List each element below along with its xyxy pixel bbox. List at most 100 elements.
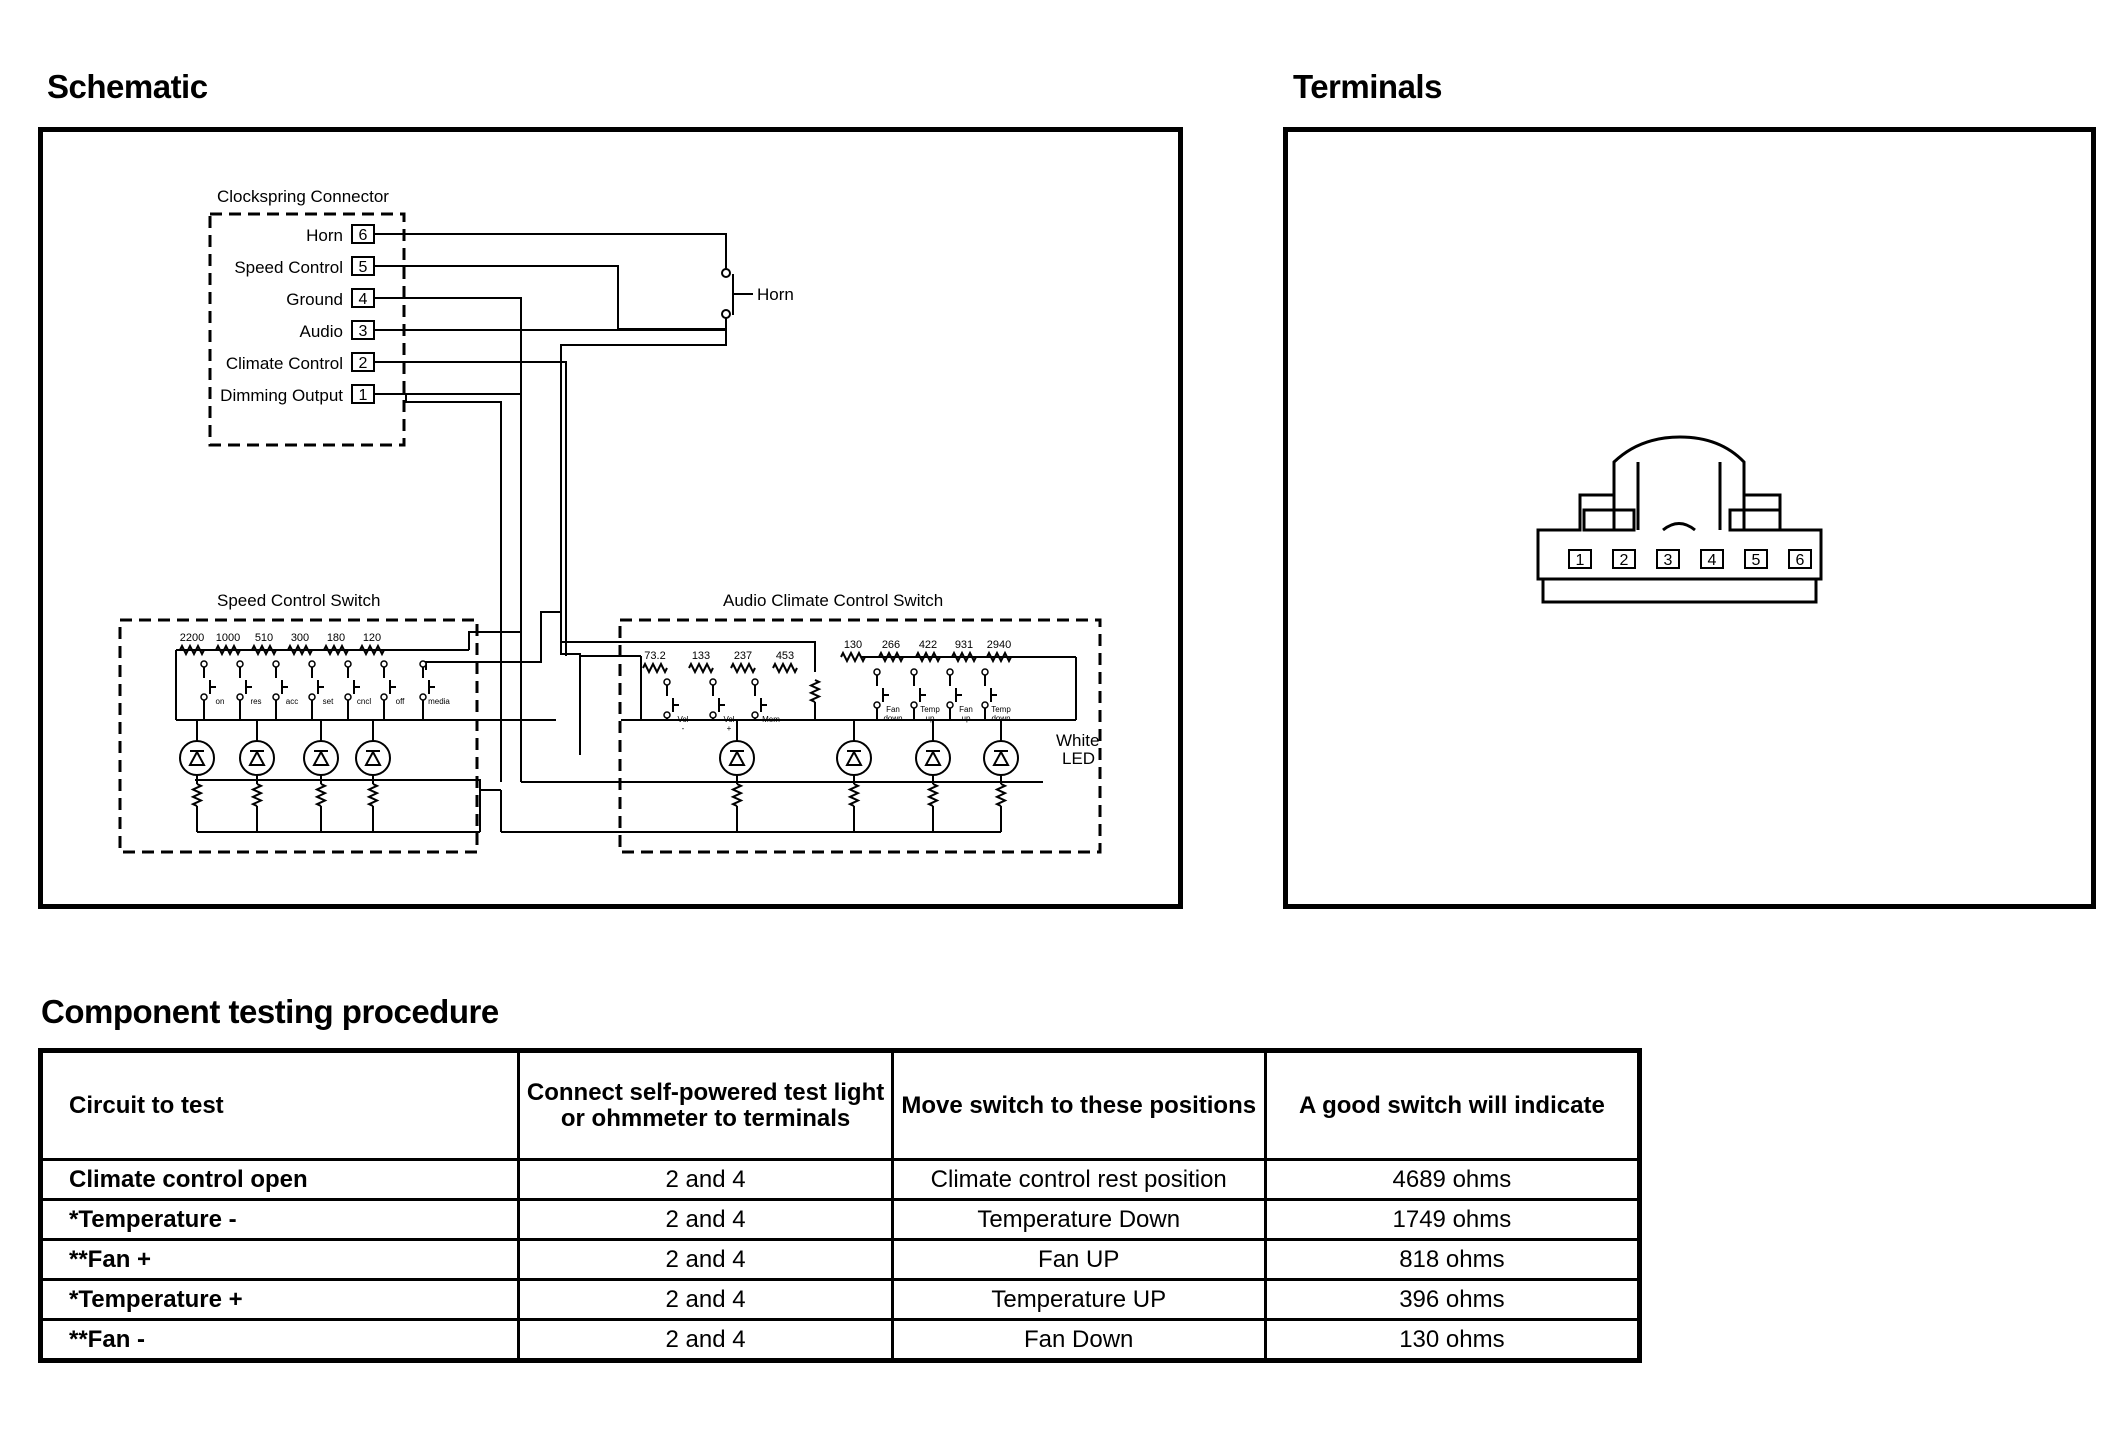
resistor-value: 931 [955,639,973,651]
speed-button: media [419,660,450,720]
resistor-value: 453 [776,650,794,662]
clockspring-pin: Horn 6 [306,224,375,245]
resistor [642,661,668,675]
terminals-panel: 1 2 3 4 5 6 [1283,127,2096,909]
button-label: Vol [723,715,734,724]
table-row: Climate control open 2 and 4 Climate con… [38,1158,1642,1201]
led-resistor [730,783,744,807]
button-label: Vol [677,715,688,724]
resistor [179,643,205,657]
speed-button: acc [272,660,298,720]
speed-button: res [236,660,262,720]
table-cell: Fan Down [890,1318,1267,1362]
speed-switch-title: Speed Control Switch [217,591,380,610]
procedure-heading: Component testing procedure [41,993,499,1030]
led [836,728,872,832]
button-label: Mem [762,715,780,724]
table-cell: Fan UP [890,1238,1267,1281]
table-cell: 2 and 4 [517,1238,894,1281]
table-cell: 818 ohms [1263,1238,1642,1281]
terminals-heading: Terminals [1293,68,1442,105]
column-header: A good switch will indicate [1263,1049,1642,1161]
column-header: Circuit to test [38,1049,521,1161]
resistor-value: 133 [692,650,710,662]
table-cell: Climate control open [38,1158,521,1201]
resistor [951,650,977,664]
table-header-row: Circuit to test Connect self-powered tes… [38,1049,1642,1161]
table-cell: 4689 ohms [1263,1158,1642,1201]
terminal-pin-number: 4 [1708,552,1717,569]
horn-switch-label: Horn [757,285,794,304]
terminal-pin: 3 [1656,549,1680,569]
schematic-panel: Clockspring Connector Horn 6 Speed Contr… [38,127,1183,909]
terminal-pin-number: 5 [1752,552,1761,569]
column-header: Connect self-powered test light or ohmme… [517,1049,894,1161]
table-cell: 2 and 4 [517,1278,894,1321]
table-row: **Fan - 2 and 4 Fan Down 130 ohms [38,1318,1642,1362]
speed-button: off [380,660,405,720]
column-header: Move switch to these positions [890,1049,1267,1161]
audio-resistor [808,679,822,703]
led-resistor [250,783,264,807]
resistor [986,650,1012,664]
resistor [688,661,714,675]
terminal-pin-number: 2 [1620,552,1629,569]
connector-housing [1536,435,1823,581]
button-label: up [926,714,935,723]
button-label: - [682,724,685,733]
resistor-value: 120 [363,632,381,644]
table-cell: **Fan + [38,1238,521,1281]
schematic-diagram: Clockspring Connector Horn 6 Speed Contr… [118,187,1102,854]
resistor [878,650,904,664]
led-resistor [926,783,940,807]
clockspring-pin: Dimming Output 1 [220,384,375,405]
table-row: *Temperature + 2 and 4 Temperature UP 39… [38,1278,1642,1321]
button-label: Temp [920,705,940,714]
resistor-value: 2200 [180,632,204,644]
speed-button: cncl [344,660,371,720]
terminal-pins: 1 2 3 4 5 6 [1568,549,1812,569]
connector-diagram: 1 2 3 4 5 6 [1536,435,1823,604]
led [239,728,275,832]
pin-number: 1 [359,387,368,404]
connector-base [1541,579,1818,604]
resistor-value: 510 [255,632,273,644]
led [355,728,391,832]
resistor-value: 300 [291,632,309,644]
pin-label: Ground [286,290,343,309]
pin-label: Speed Control [234,258,343,277]
table-cell: 2 and 4 [517,1198,894,1241]
audio-climate-switch-box [618,618,1102,854]
led [983,728,1019,832]
terminal-pin: 6 [1788,549,1812,569]
audio-button: Vol+ [709,678,735,733]
resistor [215,643,241,657]
terminal-pin: 1 [1568,549,1592,569]
button-label: up [962,714,971,723]
table-cell: Climate control rest position [890,1158,1267,1201]
led [303,728,339,832]
wiring [374,233,753,782]
pin-label: Audio [300,322,343,341]
table-cell: 130 ohms [1263,1318,1642,1362]
led-resistor [994,783,1008,807]
table-cell: Temperature UP [890,1278,1267,1321]
button-label: cncl [357,697,371,706]
button-label: media [428,697,450,706]
button-label: on [216,697,225,706]
table-cell: 396 ohms [1263,1278,1642,1321]
terminal-pin: 2 [1612,549,1636,569]
led [719,728,755,832]
resistor-value: 130 [844,639,862,651]
terminal-pin-number: 6 [1796,552,1805,569]
led-resistor [190,783,204,807]
clockspring-pins: Horn 6 Speed Control 5 Ground 4 Audio 3 … [220,224,375,405]
speed-switch-box [118,618,479,854]
terminal-pin-number: 1 [1576,552,1585,569]
pin-label: Horn [306,226,343,245]
pin-label: Dimming Output [220,386,343,405]
button-label: Temp [991,705,1011,714]
clockspring-title: Clockspring Connector [217,187,389,206]
